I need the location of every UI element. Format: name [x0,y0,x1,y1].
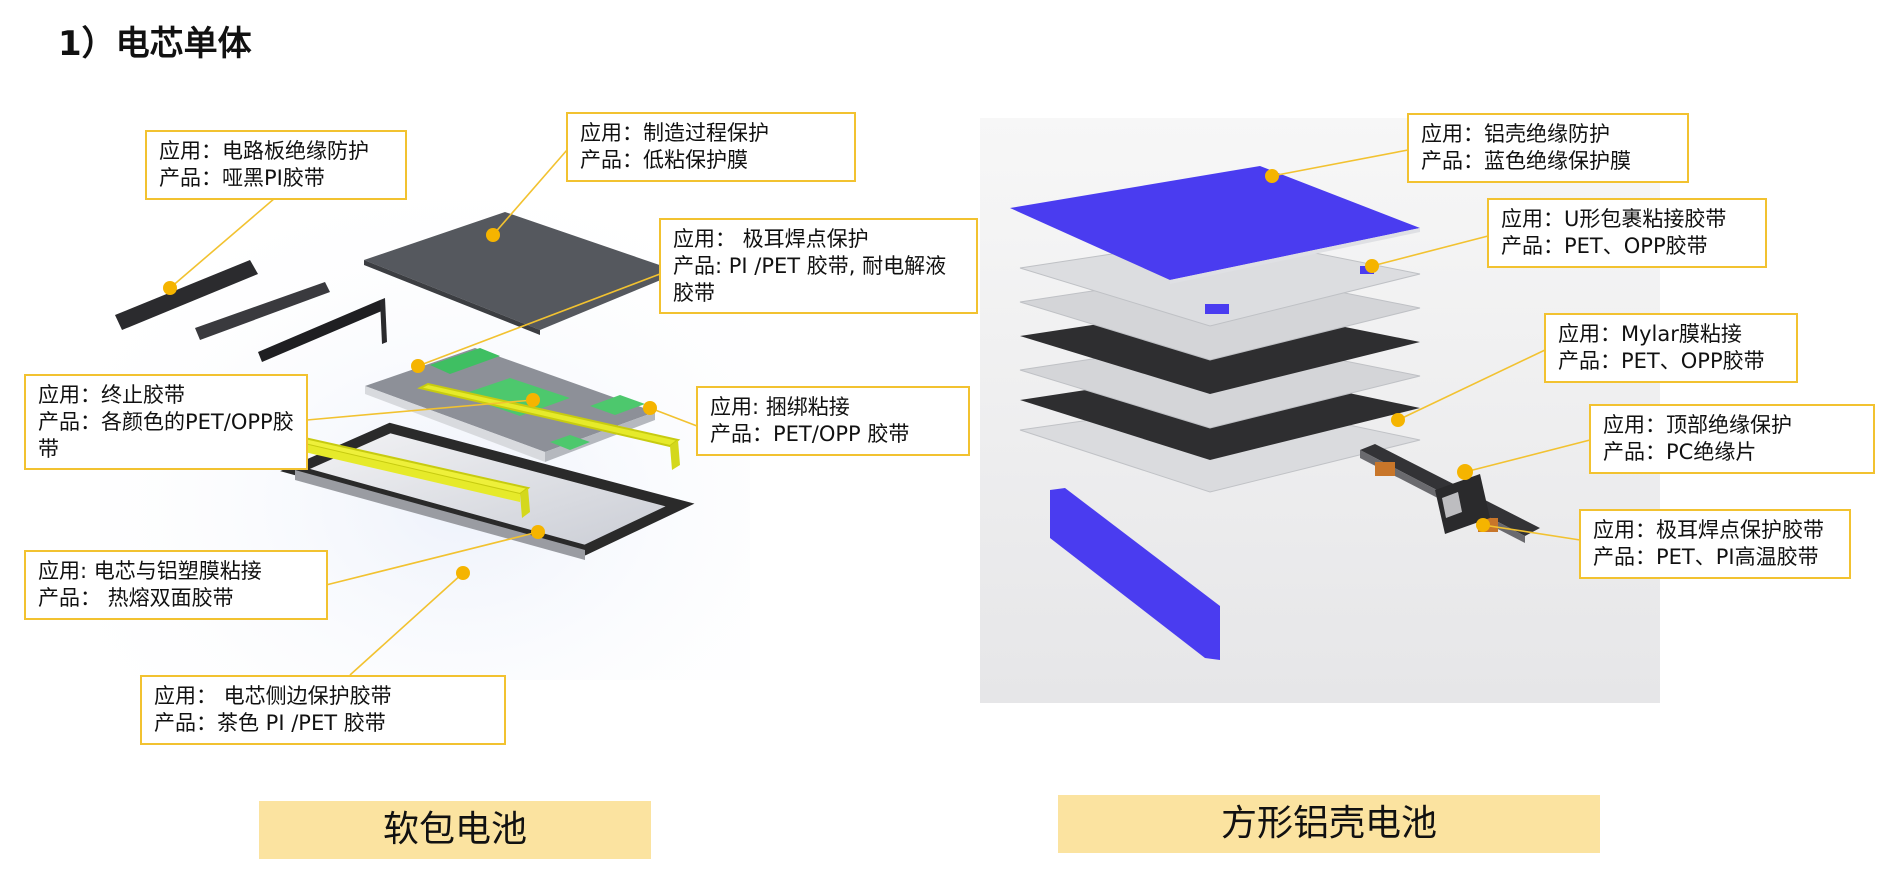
callout-bundling: 应用: 捆绑粘接 产品：PET/OPP 胶带 [696,386,970,456]
callout-termination-tape: 应用：终止胶带 产品：各颜色的PET/OPP胶带 [24,374,308,470]
terminal-tape-1 [1375,462,1395,476]
callout-tab-weld-protection: 应用： 极耳焊点保护 产品: PI /PET 胶带, 耐电解液胶带 [659,218,978,314]
dot-u-tape [1365,259,1379,273]
callout-hotmelt: 应用: 电芯与铝塑膜粘接 产品： 热熔双面胶带 [24,550,328,620]
caption-prismatic-battery: 方形铝壳电池 [1058,795,1600,853]
callout-tab-weld-tape: 应用：极耳焊点保护胶带 产品：PET、PI高温胶带 [1579,509,1851,579]
protection-film [364,212,680,330]
callout-mylar-bonding: 应用：Mylar膜粘接 产品：PET、OPP胶带 [1544,313,1798,383]
callout-side-protection: 应用： 电芯侧边保护胶带 产品：茶色 PI /PET 胶带 [140,675,506,745]
dot-tab-tape [1476,518,1490,532]
dot-pi-tape [163,281,177,295]
dot-protection-film [486,228,500,242]
page-title: 1）电芯单体 [58,24,252,64]
dot-mylar [1391,413,1405,427]
callout-process-protection: 应用：制造过程保护 产品：低粘保护膜 [566,112,856,182]
blue-insulation-top [1010,166,1420,280]
callout-u-wrap-tape: 应用：U形包裹粘接胶带 产品：PET、OPP胶带 [1487,198,1767,268]
caption-pouch-battery: 软包电池 [259,801,651,859]
blue-small-tape [1205,304,1229,314]
dot-bundling [643,401,657,415]
black-pi-tape-1 [115,260,258,330]
dot-termination-tape [526,393,540,407]
callout-top-insulation: 应用：顶部绝缘保护 产品：PC绝缘片 [1589,404,1875,474]
green-tape-center [460,378,570,416]
green-tape-right [590,395,645,415]
dot-blue-film [1265,169,1279,183]
pouch-cell-illustration [100,180,750,680]
blue-insulation-side [1050,488,1220,660]
pc-insulation-sheet [1435,474,1490,534]
dot-hotmelt [531,525,545,539]
dot-tab-weld [411,359,425,373]
dot-side-tape [456,566,470,580]
callout-circuit-board-insulation: 应用：电路板绝缘防护 产品：哑黑PI胶带 [145,130,407,200]
circuit-board-strip [258,300,384,362]
callout-aluminum-case-insulation: 应用：铝壳绝缘防护 产品：蓝色绝缘保护膜 [1407,113,1689,183]
black-pi-tape-2 [195,282,330,340]
dot-pc-sheet [1457,464,1473,480]
green-tape-left [550,435,590,450]
green-tab-tape-1 [430,348,500,374]
